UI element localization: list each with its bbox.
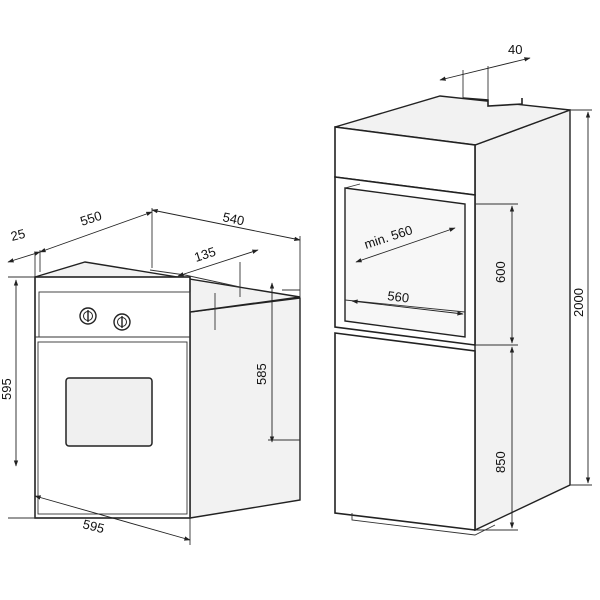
- dim-line-width-front: [34, 495, 191, 541]
- dim-line-top-offset: [177, 249, 259, 277]
- label-niche-height: 600: [493, 261, 508, 283]
- dim-line-depth-front: [7, 251, 41, 263]
- cabinet: [334, 95, 571, 536]
- label-width-front: 595: [81, 516, 106, 536]
- oven-window: [65, 377, 153, 447]
- dim-line-niche-width: [351, 299, 464, 316]
- cabinet-niche-back-edge: [344, 183, 361, 189]
- oven-side-face: [189, 297, 301, 519]
- oven-knob-left-icon: [79, 307, 97, 325]
- label-top-offset: 135: [192, 244, 217, 265]
- dim-line-niche-depth: [355, 227, 456, 263]
- dim-line-width-top: [151, 208, 301, 242]
- label-base-height: 850: [493, 451, 508, 473]
- label-total-height: 2000: [571, 288, 586, 317]
- label-width-top: 540: [221, 209, 245, 228]
- oven-dimensions: 25 550 540 135 595 585 595: [0, 208, 301, 541]
- label-top-gap: 40: [508, 42, 522, 57]
- label-niche-width: 560: [387, 288, 410, 306]
- cabinet-niche-opening: [344, 187, 466, 338]
- dim-line-top-gap: [439, 57, 531, 81]
- label-height-body: 585: [254, 363, 269, 385]
- label-height-front: 595: [0, 378, 14, 400]
- oven: [32, 261, 301, 519]
- label-depth-body: 550: [78, 208, 103, 229]
- cabinet-top-notch: [462, 97, 523, 107]
- oven-knob-right-icon: [113, 313, 131, 331]
- cabinet-lower-door: [334, 332, 476, 531]
- label-depth-front: 25: [9, 226, 27, 244]
- dim-line-depth-body: [39, 211, 153, 253]
- cabinet-side-panel: [474, 108, 571, 532]
- oven-rear-step: [149, 269, 241, 297]
- cabinet-extension-lines: [462, 66, 592, 531]
